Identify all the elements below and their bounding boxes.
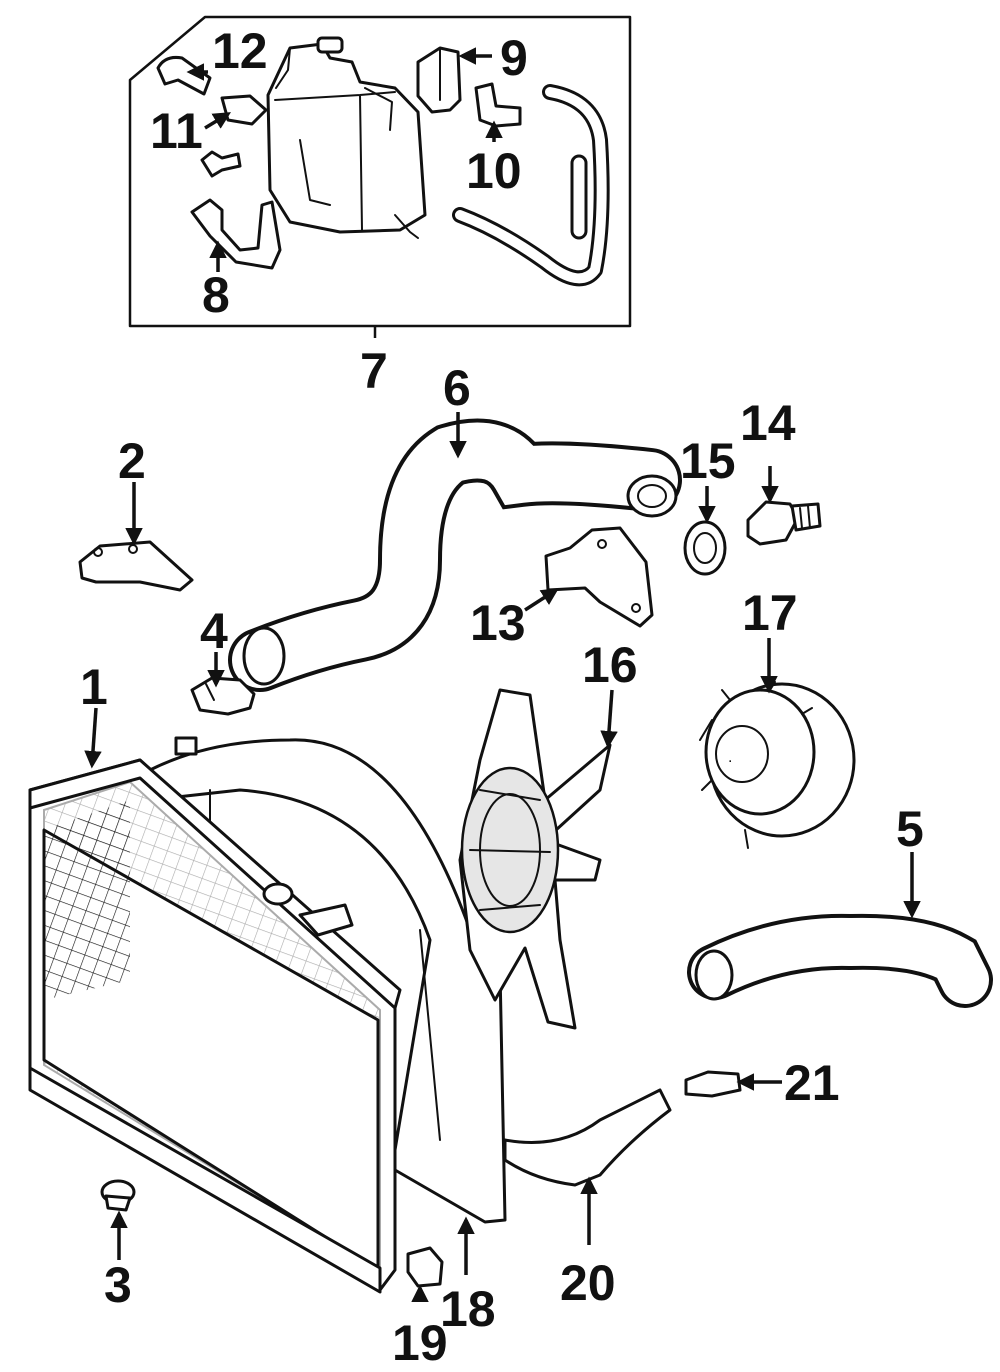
callout-17: 17 bbox=[742, 585, 798, 641]
leader-lines bbox=[84, 47, 921, 1302]
callout-5: 5 bbox=[896, 801, 924, 857]
bracket-9 bbox=[416, 46, 462, 114]
callout-1: 1 bbox=[80, 659, 108, 715]
callout-10: 10 bbox=[466, 143, 522, 199]
bracket-2 bbox=[78, 540, 194, 592]
bracket-10 bbox=[474, 82, 522, 128]
callout-4: 4 bbox=[200, 603, 228, 659]
gasket-15 bbox=[683, 520, 727, 576]
clip-21 bbox=[684, 1070, 742, 1098]
callout-21: 21 bbox=[784, 1055, 840, 1111]
radiator-cap-4 bbox=[190, 676, 256, 716]
upper-radiator-hose bbox=[228, 418, 682, 692]
callout-9: 9 bbox=[500, 30, 528, 86]
callout-3: 3 bbox=[104, 1257, 132, 1313]
callout-14: 14 bbox=[740, 395, 796, 451]
water-outlet-13 bbox=[544, 526, 654, 628]
bracket-8 bbox=[190, 198, 282, 270]
callout-16: 16 bbox=[582, 637, 638, 693]
cooling-fan-16 bbox=[458, 688, 612, 1030]
bolt bbox=[200, 150, 242, 178]
drain-plug-3 bbox=[100, 1179, 136, 1212]
clip-11 bbox=[220, 94, 268, 126]
radiator-1 bbox=[28, 758, 402, 1294]
callout-labels: 1 2 3 4 5 6 7 8 9 10 11 12 13 14 15 16 1… bbox=[80, 23, 924, 1371]
reservoir-kit-box bbox=[128, 15, 632, 338]
callout-6: 6 bbox=[443, 360, 471, 416]
lower-radiator-hose-5 bbox=[687, 913, 993, 1008]
cushion-19 bbox=[406, 1246, 444, 1288]
callout-20: 20 bbox=[560, 1255, 616, 1311]
reservoir-hose bbox=[452, 84, 610, 287]
air-guide-20 bbox=[503, 1088, 672, 1187]
callout-15: 15 bbox=[680, 433, 736, 489]
callout-19: 19 bbox=[392, 1315, 448, 1371]
hose-12 bbox=[156, 56, 212, 96]
callout-18: 18 bbox=[440, 1281, 496, 1337]
callout-13: 13 bbox=[470, 595, 526, 651]
callout-7: 7 bbox=[360, 343, 388, 399]
callout-2: 2 bbox=[118, 433, 146, 489]
reservoir-tank bbox=[266, 36, 427, 239]
fan-clutch-17: . bbox=[699, 681, 856, 849]
thermostat-14 bbox=[746, 500, 822, 546]
callout-11: 11 bbox=[150, 103, 203, 159]
callout-8: 8 bbox=[202, 267, 230, 323]
callout-12: 12 bbox=[212, 23, 268, 79]
svg-text:.: . bbox=[728, 749, 732, 766]
